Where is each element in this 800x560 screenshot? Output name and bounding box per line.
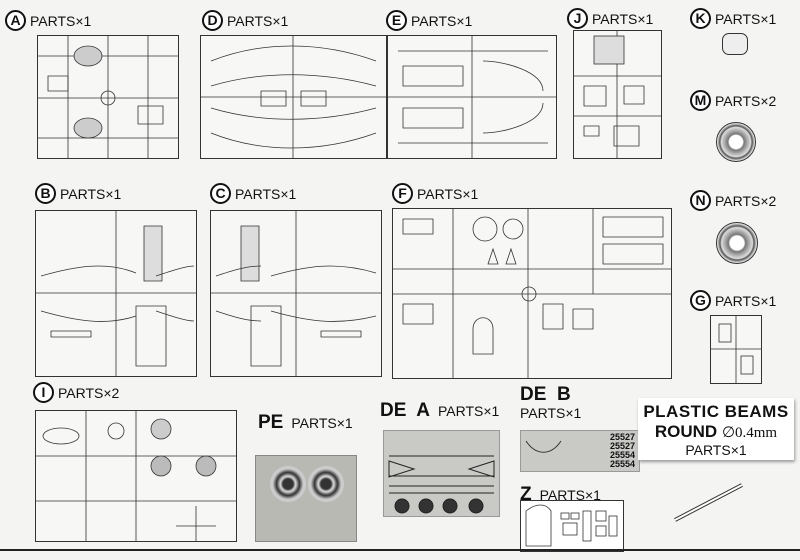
decal-sheet-a bbox=[383, 430, 500, 517]
sprue-a bbox=[37, 35, 179, 159]
letter-c: C bbox=[210, 183, 231, 204]
qty-c: PARTS×1 bbox=[235, 185, 297, 202]
label-de-b-qty: PARTS×1 bbox=[520, 405, 581, 421]
beams-diameter: ∅0.4mm bbox=[721, 425, 778, 441]
decal-sheet-b: 25527 25527 25554 25554 bbox=[520, 430, 640, 472]
z-qty: PARTS×1 bbox=[539, 487, 601, 503]
plastic-beam bbox=[674, 483, 743, 522]
pe-qty: PARTS×1 bbox=[291, 415, 353, 431]
letter-e: E bbox=[386, 10, 407, 31]
qty-n: PARTS×2 bbox=[715, 192, 777, 209]
sprue-e bbox=[387, 35, 557, 159]
beams-qty: PARTS×1 bbox=[685, 442, 747, 458]
sprue-i bbox=[35, 410, 237, 542]
pe-engine-face-1 bbox=[270, 466, 306, 502]
sprue-b bbox=[35, 210, 197, 377]
qty-m: PARTS×2 bbox=[715, 92, 777, 109]
letter-n: N bbox=[690, 190, 711, 211]
letter-a: A bbox=[5, 10, 26, 31]
qty-k: PARTS×1 bbox=[715, 10, 777, 27]
sprue-j bbox=[573, 30, 662, 159]
letter-g: G bbox=[690, 290, 711, 311]
letter-j: J bbox=[567, 8, 588, 29]
beams-round: ROUND ∅0.4mm bbox=[638, 422, 794, 442]
letter-m: M bbox=[690, 90, 711, 111]
qty-g: PARTS×1 bbox=[715, 292, 777, 309]
letter-i: I bbox=[33, 382, 54, 403]
bottom-rule bbox=[0, 549, 800, 551]
de-b-name: DE B bbox=[520, 384, 571, 405]
z-name: Z bbox=[520, 484, 532, 505]
qty-i: PARTS×2 bbox=[58, 384, 120, 401]
mask-sheet-z bbox=[520, 500, 624, 552]
letter-b: B bbox=[35, 183, 56, 204]
qty-j: PARTS×1 bbox=[592, 10, 654, 27]
sprue-f bbox=[392, 208, 672, 379]
pe-name: PE bbox=[258, 412, 284, 433]
pe-engine-face-2 bbox=[308, 466, 344, 502]
de-a-name: DE A bbox=[380, 400, 430, 421]
letter-d: D bbox=[202, 10, 223, 31]
letter-f: F bbox=[392, 183, 413, 204]
label-z: Z PARTS×1 bbox=[520, 484, 601, 506]
part-n bbox=[716, 222, 758, 264]
beams-title: PLASTIC BEAMS bbox=[643, 402, 789, 421]
label-pe: PE PARTS×1 bbox=[258, 412, 353, 434]
pe-fret bbox=[255, 455, 357, 542]
label-de-a: DE A PARTS×1 bbox=[380, 400, 499, 422]
sprue-c bbox=[210, 210, 382, 377]
decal-number: 25554 bbox=[609, 450, 635, 460]
qty-f: PARTS×1 bbox=[417, 185, 479, 202]
de-b-qty: PARTS×1 bbox=[520, 405, 582, 421]
decal-number: 25527 bbox=[609, 441, 635, 451]
sprue-d bbox=[200, 35, 387, 159]
qty-e: PARTS×1 bbox=[411, 12, 473, 29]
qty-d: PARTS×1 bbox=[227, 12, 289, 29]
de-a-qty: PARTS×1 bbox=[437, 403, 500, 419]
sprue-g bbox=[710, 315, 762, 384]
label-de-b-name: DE B bbox=[520, 384, 579, 406]
part-k bbox=[722, 33, 748, 55]
qty-b: PARTS×1 bbox=[60, 185, 122, 202]
beams-round-label: ROUND bbox=[654, 422, 718, 441]
qty-a: PARTS×1 bbox=[30, 12, 92, 29]
decal-number: 25554 bbox=[609, 459, 635, 469]
letter-k: K bbox=[690, 8, 711, 29]
decal-number: 25527 bbox=[609, 432, 635, 442]
plastic-beams-card: PLASTIC BEAMS ROUND ∅0.4mm PARTS×1 bbox=[638, 398, 794, 460]
part-m bbox=[716, 122, 756, 162]
